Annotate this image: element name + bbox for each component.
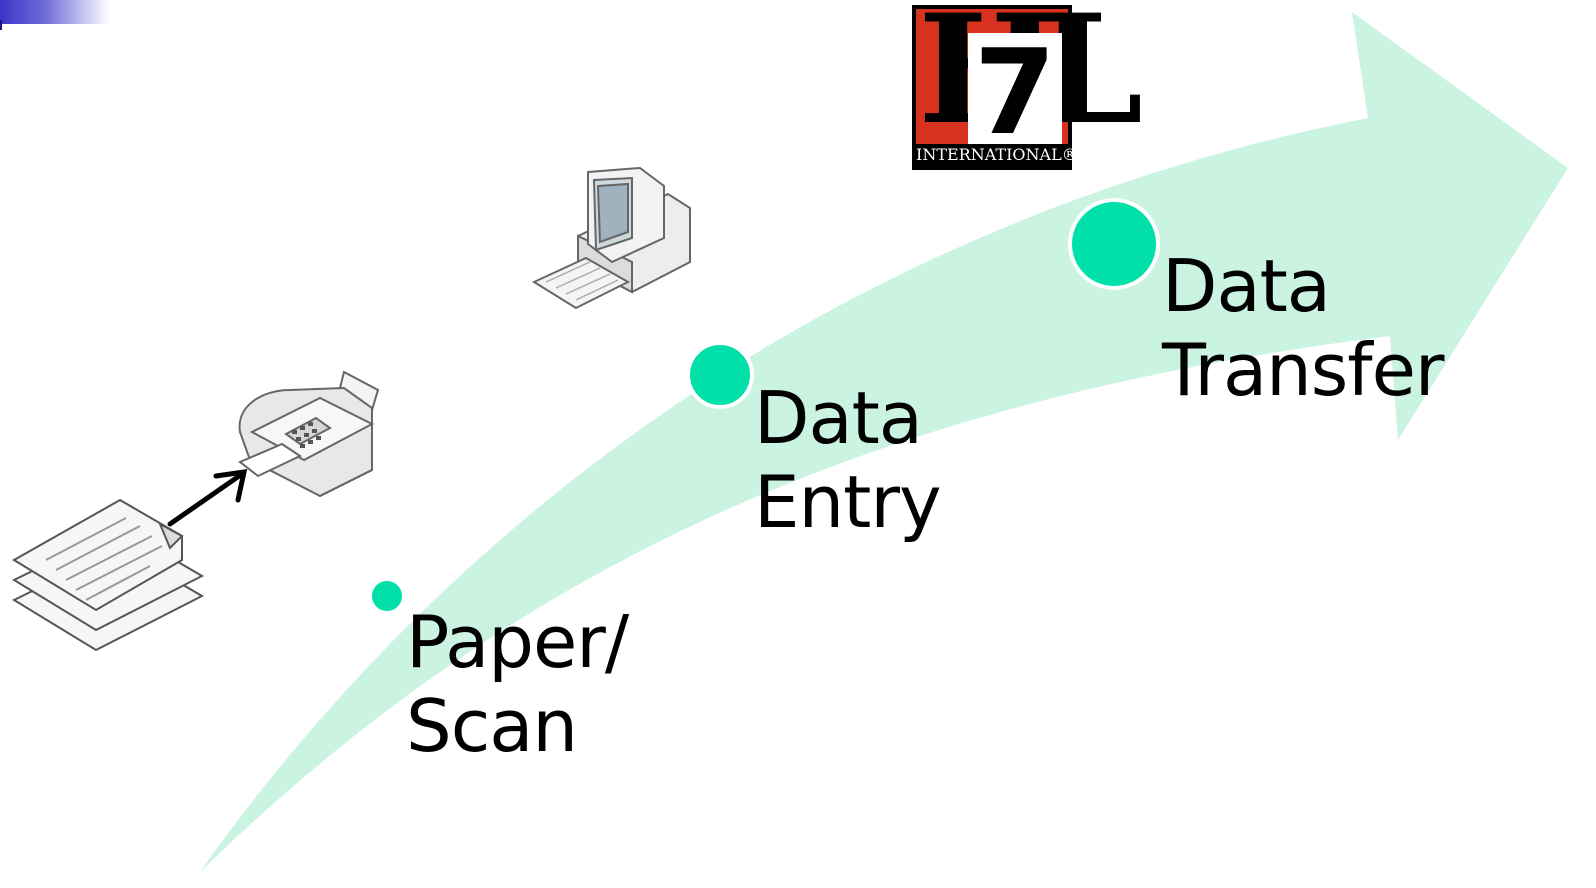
hl7-logo-caption: INTERNATIONAL® — [916, 144, 1078, 166]
hl7-logo-digit: 7 — [967, 33, 1062, 151]
fax-machine-icon — [238, 370, 380, 498]
hl7-logo: HL 7 INTERNATIONAL® — [912, 0, 1143, 170]
connector-arrow — [167, 469, 248, 527]
hl7-logo-field: HL 7 INTERNATIONAL® — [916, 0, 1143, 166]
step-dot-paper-scan — [368, 577, 406, 615]
document-stack-icon — [11, 498, 205, 652]
step-label-paper-scan: Paper/ Scan — [406, 600, 629, 768]
step-label-data-entry: Data Entry — [754, 376, 942, 544]
desktop-computer-icon — [531, 166, 691, 310]
corner-accent-bar — [0, 0, 110, 24]
corner-accent-tick — [0, 20, 2, 30]
progress-arrow — [200, 12, 1568, 872]
step-dot-data-transfer — [1068, 198, 1160, 290]
step-dot-data-entry — [686, 341, 754, 409]
step-label-data-transfer: Data Transfer — [1162, 244, 1445, 412]
